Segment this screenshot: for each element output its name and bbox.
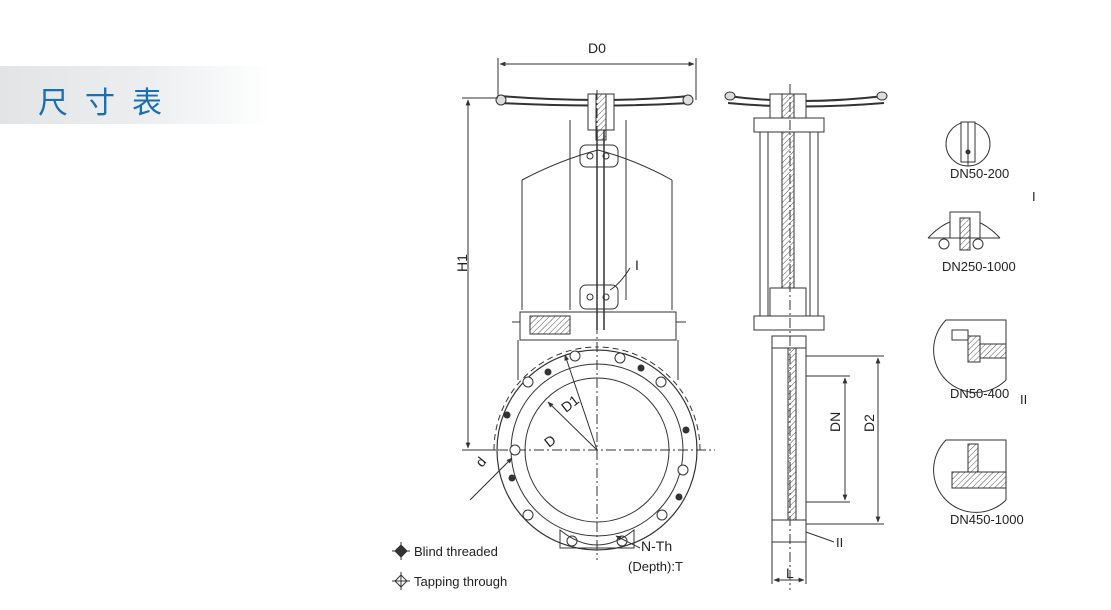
depth-label: (Depth):T	[628, 559, 683, 574]
l-label: L	[786, 565, 794, 581]
detail-dn250-1000-label: DN250-1000	[942, 259, 1016, 274]
d2-label: D2	[861, 414, 877, 432]
legend-symbols	[392, 542, 410, 590]
detail-i-marker: I	[635, 257, 639, 273]
dn-label: DN	[827, 412, 843, 432]
page-title: 尺寸表	[38, 86, 179, 121]
legend-blind-threaded: Blind threaded	[414, 544, 498, 559]
detail-ii-marker-right: II	[1020, 392, 1027, 407]
detail-dn450-1000-label: DN450-1000	[950, 512, 1024, 527]
detail-dn50-200-label: DN50-200	[950, 166, 1009, 181]
blind-threaded-icon	[392, 542, 410, 560]
d0-label: D0	[588, 40, 606, 56]
front-view	[462, 58, 715, 560]
detail-ii-marker-side: II	[836, 535, 843, 550]
d-small-label: d	[472, 454, 489, 470]
detail-i-marker-right: I	[1032, 189, 1036, 204]
detail-dn50-400-label: DN50-400	[950, 386, 1009, 401]
d-label: D	[541, 432, 559, 451]
legend-tapping-through: Tapping through	[414, 574, 507, 589]
detail-views	[927, 121, 1007, 513]
h1-label: H1	[454, 254, 470, 272]
n-th-label: N-Th	[641, 538, 672, 554]
tapping-through-icon	[392, 572, 410, 590]
side-view	[724, 84, 888, 590]
title-banner	[0, 66, 272, 124]
